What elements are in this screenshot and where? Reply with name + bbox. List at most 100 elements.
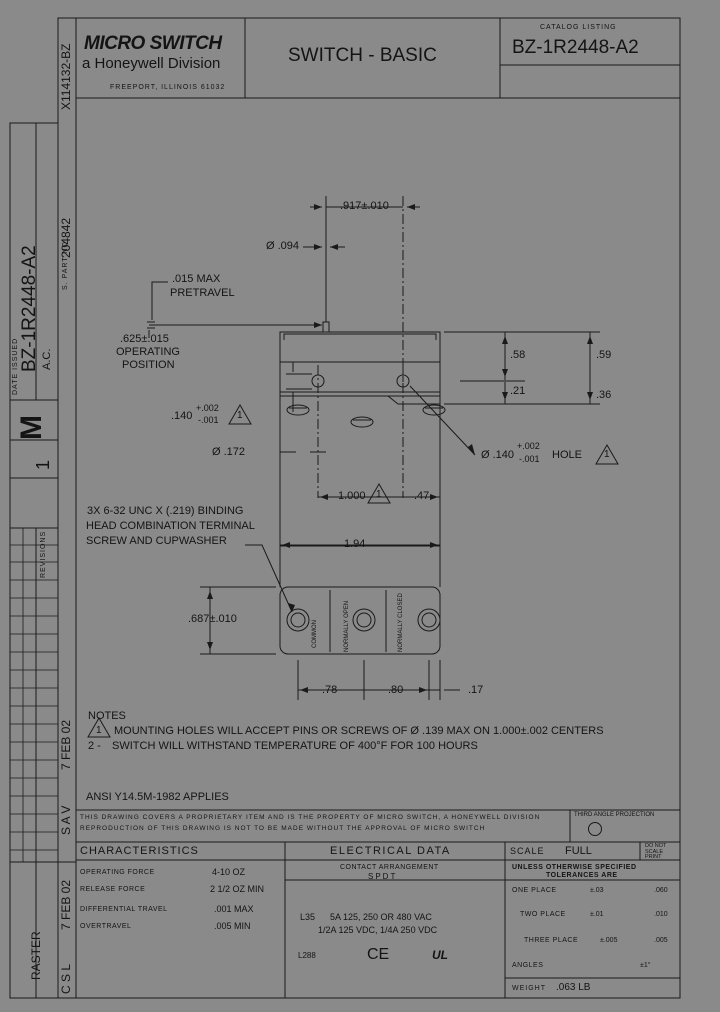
screw-note-2: HEAD COMBINATION TERMINAL — [86, 520, 255, 532]
revision-date-2: 7 FEB 02 — [59, 879, 73, 930]
dim-687: .687±.010 — [188, 613, 237, 625]
note-1: MOUNTING HOLES WILL ACCEPT PINS OR SCREW… — [114, 725, 604, 737]
contact-arrangement-label: CONTACT ARRANGEMENT — [340, 864, 439, 871]
revision-letter: M — [15, 415, 48, 440]
dim-position-label: POSITION — [122, 359, 175, 371]
scale-value: FULL — [565, 845, 592, 857]
dim-59: .59 — [596, 349, 612, 361]
char-row-label: OPERATING FORCE — [80, 869, 155, 876]
note-2: SWITCH WILL WITHSTAND TEMPERATURE OF 400… — [112, 740, 478, 752]
scale-note: DO NOT SCALE PRINT — [645, 843, 667, 860]
notes-heading: NOTES — [88, 710, 126, 722]
drawing-number: X114132-BZ — [59, 43, 73, 111]
dim-140-hole-minus: -.001 — [519, 454, 540, 464]
proprietary-line-2: REPRODUCTION OF THIS DRAWING IS NOT TO B… — [80, 825, 486, 832]
char-row-value: .005 MIN — [214, 921, 251, 931]
weight-label: WEIGHT — [512, 985, 546, 992]
char-row-value: .001 MAX — [214, 904, 254, 914]
char-row-label: DIFFERENTIAL TRAVEL — [80, 906, 168, 913]
division-name: a Honeywell Division — [82, 55, 221, 72]
rating-ac: 5A 125, 250 OR 480 VAC — [330, 912, 432, 922]
tol-row-label: THREE PLACE — [524, 937, 579, 944]
brand-logo: MICRO SWITCH — [84, 33, 222, 54]
char-row-value: 4-10 OZ — [212, 867, 246, 877]
dim-172: Ø .172 — [212, 446, 246, 458]
terminal-nc: NORMALLY CLOSED — [398, 593, 404, 652]
brand-subtitle: FREEPORT, ILLINOIS 61032 — [110, 84, 226, 91]
tol-row-value: ±.01 — [590, 911, 604, 918]
date-issued-label: DATE ISSUED — [12, 337, 19, 395]
tol-row-value-2: .005 — [654, 937, 668, 944]
sub-code: A.C. — [41, 348, 53, 370]
dim-36: .36 — [596, 389, 612, 401]
characteristics-heading: CHARACTERISTICS — [80, 845, 199, 857]
dim-80: .80 — [388, 684, 404, 696]
note-1-marker-b: 1 — [604, 449, 610, 460]
dim-47: .47 — [414, 490, 430, 502]
screw-note-3: SCREW AND CUPWASHER — [86, 535, 227, 547]
terminal-no: NORMALLY OPEN — [344, 600, 350, 652]
dim-pretravel-label: PRETRAVEL — [170, 287, 235, 299]
revisions-label: REVISIONS — [40, 530, 47, 578]
revision-initials-2: C S L — [59, 963, 73, 994]
tol-row-value-2: .060 — [654, 887, 668, 894]
ansi-note: ANSI Y14.5M-1982 APPLIES — [86, 791, 229, 803]
hole-label: HOLE — [552, 449, 582, 461]
tolerances-heading-1: UNLESS OTHERWISE SPECIFIED — [512, 864, 637, 871]
note-1-marker-a: 1 — [237, 410, 243, 421]
ce-mark: CE — [367, 946, 390, 963]
char-row-label: RELEASE FORCE — [80, 886, 146, 893]
catalog-label: CATALOG LISTING — [540, 24, 617, 31]
tol-row-label: ANGLES — [512, 962, 544, 969]
dim-1000: 1.000 — [338, 490, 366, 502]
catalog-number: BZ-1R2448-A2 — [512, 37, 639, 58]
dim-operating-label: OPERATING — [116, 346, 180, 358]
dim-17: .17 — [468, 684, 484, 696]
char-row-value: 2 1/2 OZ MIN — [210, 884, 265, 894]
dim-21: .21 — [510, 385, 526, 397]
dim-140-left: .140 — [171, 410, 193, 422]
rating-dc: 1/2A 125 VDC, 1/4A 250 VDC — [318, 925, 438, 935]
electrical-heading: ELECTRICAL DATA — [330, 845, 451, 857]
electrical-code-2: L288 — [298, 951, 316, 960]
tol-row-value: ±.03 — [590, 887, 604, 894]
note-1-marker-c: 1 — [376, 489, 382, 500]
drawing-title: SWITCH - BASIC — [288, 45, 437, 66]
tol-row-value-2: .010 — [654, 911, 668, 918]
revision-initials-1: S A V — [59, 805, 73, 835]
tol-row-value: ±1° — [640, 962, 651, 969]
dim-140-left-minus: -.001 — [198, 415, 219, 425]
proprietary-line-1: THIS DRAWING COVERS A PROPRIETARY ITEM A… — [80, 814, 541, 821]
tol-row-label: TWO PLACE — [520, 911, 566, 918]
tol-row-value: ±.005 — [600, 937, 618, 944]
dim-78: .78 — [322, 684, 338, 696]
scale-label: SCALE — [510, 846, 545, 856]
tolerances-heading-2: TOLERANCES ARE — [546, 872, 618, 879]
note-1-marker: 1 — [96, 725, 102, 736]
dim-917: .917±.010 — [340, 200, 389, 212]
dim-58: .58 — [510, 349, 526, 361]
contact-arrangement: SPDT — [368, 872, 398, 881]
char-row-label: OVERTRAVEL — [80, 923, 132, 930]
dim-094: Ø .094 — [266, 240, 300, 252]
dim-140-hole: Ø .140 — [481, 449, 515, 461]
ul-mark: UL — [432, 948, 448, 962]
listing-vertical: BZ-1R2448-A2 — [19, 245, 40, 372]
sheet-number: 1 — [33, 459, 53, 470]
tol-row-label: ONE PLACE — [512, 887, 557, 894]
dim-140-hole-plus: +.002 — [517, 441, 540, 451]
revision-date-1: 7 FEB 02 — [59, 719, 73, 770]
screw-note-1: 3X 6-32 UNC X (.219) BINDING — [87, 505, 244, 517]
dim-140-left-plus: +.002 — [196, 403, 219, 413]
third-angle-label: THIRD ANGLE PROJECTION — [574, 812, 655, 818]
note-2-number: 2 - — [88, 740, 101, 752]
weight-value: .063 LB — [556, 982, 591, 993]
raster-label: RASTER — [29, 931, 43, 980]
dim-operating: .625±.015 — [120, 333, 169, 345]
assy-number: 204842 — [59, 217, 73, 258]
dim-pretravel: .015 MAX — [172, 273, 221, 285]
electrical-code: L35 — [300, 912, 316, 922]
dim-194: 1.94 — [344, 538, 366, 550]
terminal-common: COMMON — [312, 620, 318, 648]
